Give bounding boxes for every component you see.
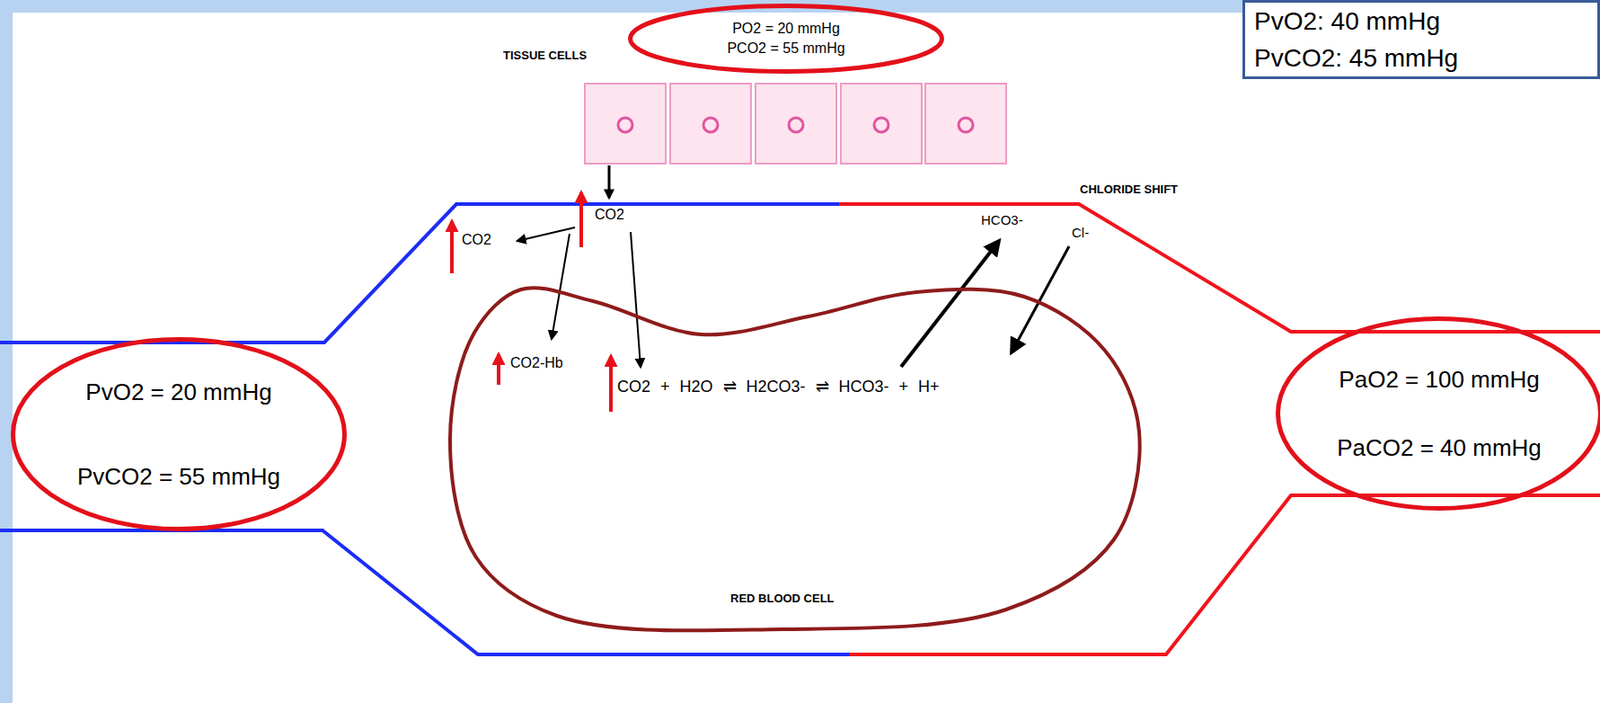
value-text: PO2 = 20 mmHg bbox=[732, 19, 840, 38]
ellipse-outline bbox=[630, 6, 943, 72]
ellipse-outline bbox=[1278, 318, 1600, 509]
cell-membrane bbox=[450, 287, 1141, 630]
region-label: TISSUE CELLS bbox=[503, 48, 587, 63]
tissue-cell bbox=[925, 83, 1007, 164]
tissue-values-ellipse-outline bbox=[627, 3, 945, 74]
increase-arrow bbox=[496, 353, 501, 385]
tissue-cell bbox=[755, 83, 837, 164]
increase-arrow bbox=[450, 220, 454, 274]
molecule-label: CO2 bbox=[594, 205, 625, 223]
value-text: PaO2 = 100 mmHg bbox=[1338, 364, 1539, 395]
cell-nucleus bbox=[874, 117, 889, 133]
red-blood-cell-outline bbox=[444, 282, 1146, 638]
value-text: PvO2 = 20 mmHg bbox=[85, 377, 272, 407]
cell-nucleus bbox=[618, 117, 633, 133]
slide-ground bbox=[12, 12, 1600, 703]
red-blood-cell: CO2-HbCO2 + H2O ⇌ H2CO3- ⇌ HCO3- + H+ RED… bbox=[444, 282, 1146, 638]
value-text: CO2 + H2O ⇌ H2CO3- ⇌ HCO3- + H+ bbox=[617, 377, 940, 398]
arterial-values-ellipse: PaO2 = 100 mmHgPaCO2 = 40 mmHg bbox=[1275, 316, 1600, 511]
venous-values-ellipse-outline bbox=[10, 336, 347, 531]
arterial-wall bbox=[839, 203, 1600, 332]
venous-values-ellipse: PvO2 = 20 mmHgPvCO2 = 55 mmHg bbox=[10, 336, 347, 531]
cell-nucleus bbox=[788, 117, 804, 133]
arterial-values-ellipse-outline bbox=[1275, 316, 1600, 511]
tissue-cell bbox=[584, 83, 666, 164]
molecule-label: CO2 bbox=[461, 230, 492, 248]
ion-label: Cl- bbox=[1071, 224, 1089, 241]
tissue-cells bbox=[584, 83, 1007, 164]
cell-nucleus bbox=[703, 117, 718, 133]
ion-label: HCO3- bbox=[981, 212, 1024, 229]
flow-arrow bbox=[517, 227, 575, 241]
venous-wall bbox=[0, 203, 840, 343]
flow-arrow bbox=[551, 233, 570, 339]
flow-arrow bbox=[630, 231, 641, 367]
bicarbonate-out-arrow bbox=[901, 240, 999, 367]
ellipse-outline bbox=[13, 339, 345, 530]
cell-nucleus bbox=[958, 117, 973, 133]
value-text: PvO2: 40 mmHg bbox=[1254, 5, 1441, 37]
increase-arrow bbox=[609, 355, 613, 412]
value-text: PvCO2 = 55 mmHg bbox=[77, 461, 281, 492]
value-text: PvCO2: 45 mmHg bbox=[1254, 42, 1459, 74]
diffusion-arrow bbox=[608, 165, 611, 198]
tissue-cell bbox=[840, 83, 922, 164]
increase-arrow bbox=[579, 192, 584, 248]
reference-values-box: PvO2: 40 mmHgPvCO2: 45 mmHg bbox=[1242, 0, 1600, 80]
value-text: PCO2 = 55 mmHg bbox=[726, 39, 845, 58]
process-label: CHLORIDE SHIFT bbox=[1079, 182, 1178, 197]
value-text: RED BLOOD CELL bbox=[730, 591, 835, 606]
value-text: CO2-Hb bbox=[510, 353, 564, 372]
value-text: PaCO2 = 40 mmHg bbox=[1336, 433, 1542, 463]
tissue-values-ellipse: PO2 = 20 mmHgPCO2 = 55 mmHg bbox=[627, 3, 945, 74]
venous-wall bbox=[0, 530, 850, 655]
arterial-wall bbox=[849, 495, 1600, 655]
chloride-in-arrow bbox=[1011, 246, 1070, 353]
tissue-cell bbox=[670, 83, 752, 164]
